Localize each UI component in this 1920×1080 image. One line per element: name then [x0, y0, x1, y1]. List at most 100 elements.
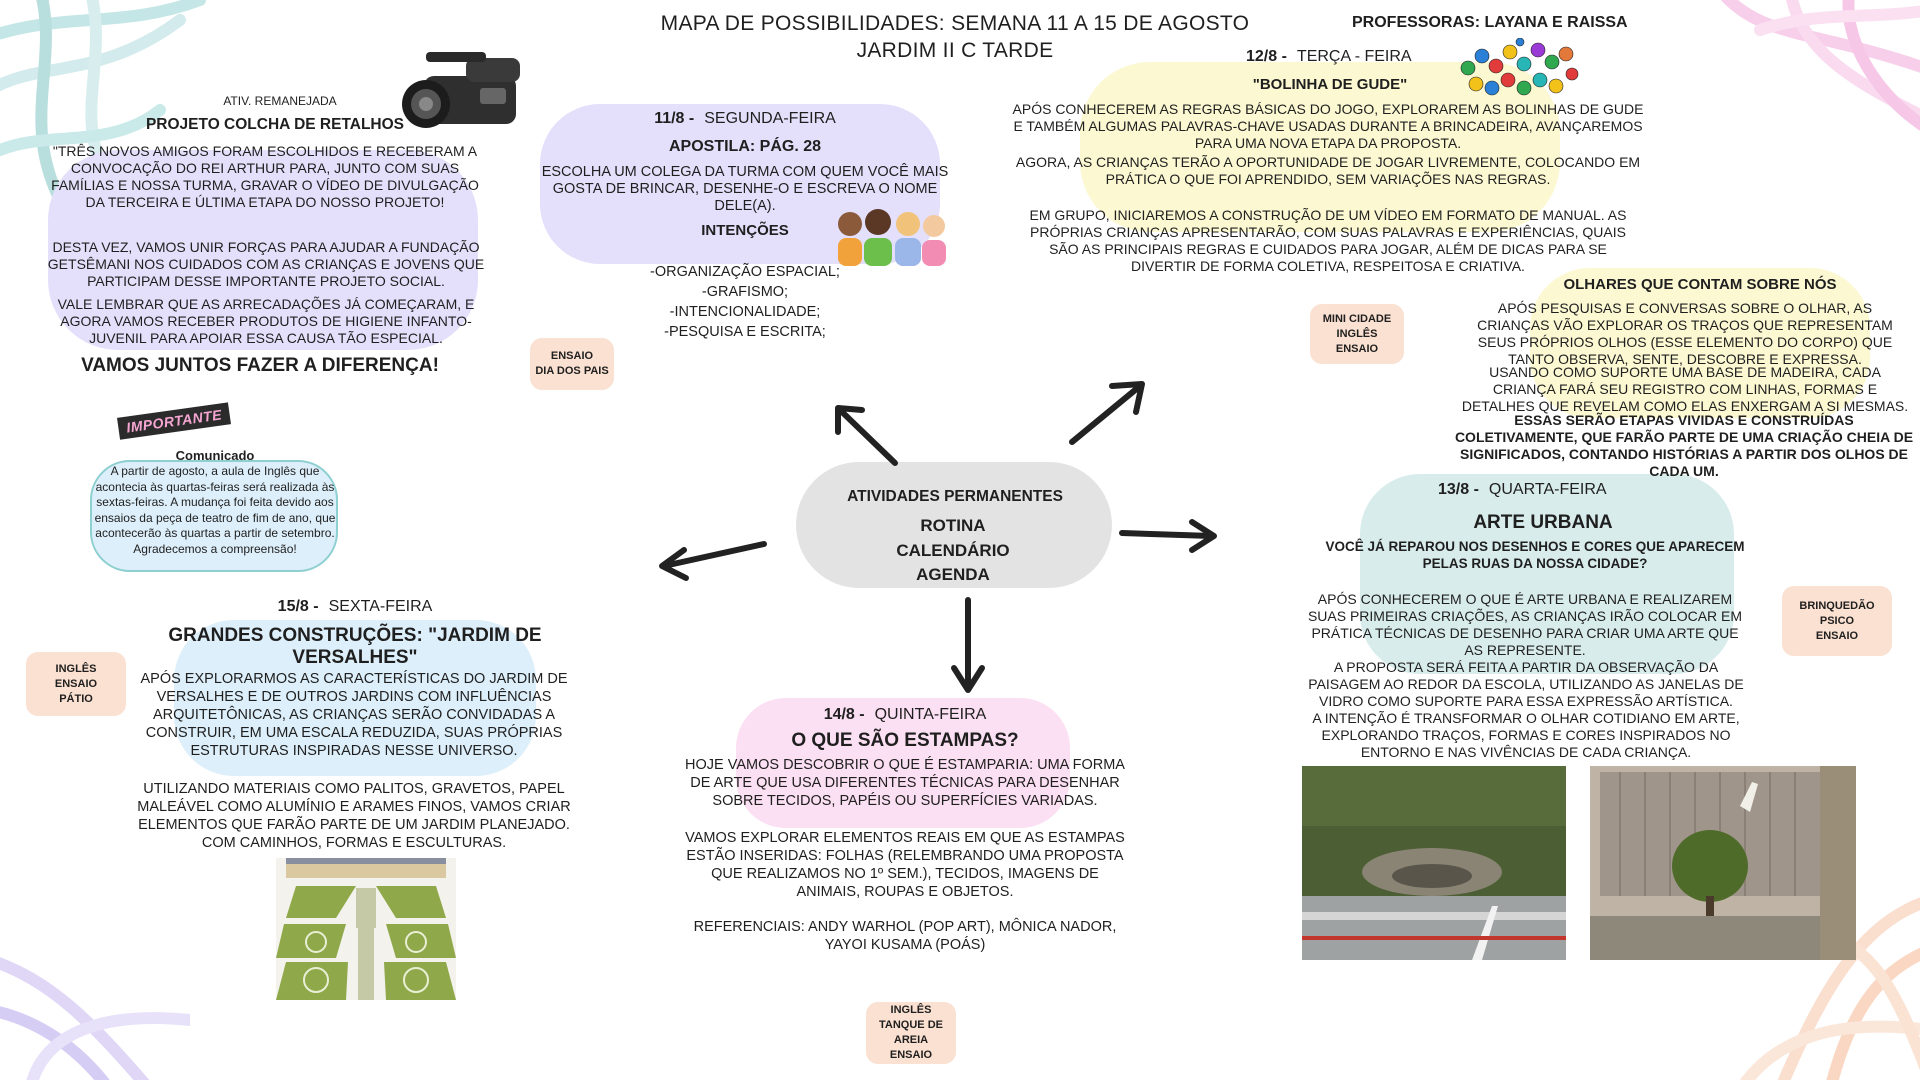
wednesday-weekday: QUARTA-FEIRA — [1488, 481, 1607, 498]
tuesday-paragraph-1: APÓS CONHECEREM AS REGRAS BÁSICAS DO JOG… — [1012, 101, 1644, 151]
monday-tag-line: ENSAIO — [550, 350, 594, 362]
wednesday-paragraph-3: A INTENÇÃO É TRANSFORMAR O OLHAR COTIDIA… — [1312, 710, 1740, 760]
thursday-tag-line: INGLÊS — [890, 1004, 932, 1016]
monday-intention-item: -INTENCIONALIDADE; — [669, 304, 821, 320]
wednesday-paragraph-2: A PROPOSTA SERÁ FEITA A PARTIR DA OBSERV… — [1308, 659, 1744, 709]
video-camera-icon — [402, 52, 520, 128]
friday-weekday: SEXTA-FEIRA — [328, 598, 433, 615]
center-title: ATIVIDADES PERMANENTES — [847, 488, 1063, 505]
tuesday-tag: MINI CIDADE INGLÊS ENSAIO — [1310, 304, 1404, 364]
corner-decoration-top-right — [1720, 0, 1920, 131]
friday-header: 15/8 - SEXTA-FEIRA — [174, 598, 536, 616]
tuesday-title: "BOLINHA DE GUDE" — [1252, 76, 1408, 93]
wednesday-tag-line: BRINQUEDÃO — [1799, 599, 1875, 612]
project-paragraph-1: "TRÊS NOVOS AMIGOS FORAM ESCOLHIDOS E RE… — [51, 143, 479, 210]
children-group-icon — [838, 209, 946, 266]
wednesday-tag-line: ENSAIO — [1815, 629, 1859, 642]
thursday-header: 14/8 - QUINTA-FEIRA — [740, 706, 1070, 724]
monday-weekday: SEGUNDA-FEIRA — [704, 110, 836, 127]
monday-intention-item: -GRAFISMO; — [701, 284, 789, 300]
arrow-to-tuesday-icon — [1069, 381, 1145, 445]
monday-header: 11/8 - SEGUNDA-FEIRA — [560, 110, 930, 128]
page-title-line1: MAPA DE POSSIBILIDADES: SEMANA 11 A 15 D… — [660, 12, 1250, 35]
monday-intentions-title: INTENÇÕES — [701, 222, 789, 239]
tuesday-weekday: TERÇA - FEIRA — [1296, 48, 1412, 65]
center-items: ROTINA CALENDÁRIO AGENDA — [860, 514, 1046, 588]
monday-intention-item: -PESQUISA E ESCRITA; — [664, 324, 826, 340]
page-title: MAPA DE POSSIBILIDADES: SEMANA 11 A 15 D… — [620, 10, 1290, 64]
thursday-paragraph-2: VAMOS EXPLORAR ELEMENTOS REAIS EM QUE AS… — [685, 830, 1125, 900]
monday-tag-line: DIA DOS PAIS — [535, 365, 609, 377]
street-art-photo-1 — [1302, 766, 1566, 960]
friday-background — [174, 620, 536, 776]
monday-subtitle: APOSTILA: PÁG. 28 — [668, 138, 822, 155]
street-art-photo-2 — [1590, 766, 1856, 960]
friday-tag: INGLÊS ENSAIO PÁTIO — [26, 652, 126, 716]
thursday-tag-line: TANQUE DE AREIA — [879, 1019, 943, 1046]
corner-decoration-bottom-left — [0, 957, 190, 1080]
tuesday-date: 12/8 - — [1246, 48, 1287, 65]
looks-paragraph-3: ESSAS SERÃO ETAPAS VIVIDAS E CONSTRUÍDAS… — [1454, 412, 1914, 479]
looks-paragraph-1: APÓS PESQUISAS E CONVERSAS SOBRE O OLHAR… — [1477, 300, 1893, 367]
project-call-to-action: VAMOS JUNTOS FAZER A DIFERENÇA! — [81, 355, 439, 376]
center-background — [796, 462, 1112, 588]
center-item: CALENDÁRIO — [896, 540, 1010, 560]
thursday-date: 14/8 - — [823, 706, 865, 723]
wednesday-paragraph-1: APÓS CONHECEREM O QUE É ARTE URBANA E RE… — [1307, 591, 1743, 658]
wednesday-title: ARTE URBANA — [1473, 512, 1613, 533]
wednesday-tag-line: PSICO — [1819, 614, 1855, 627]
arrow-to-thursday-icon — [951, 597, 985, 693]
friday-paragraph-2: UTILIZANDO MATERIAIS COMO PALITOS, GRAVE… — [137, 781, 571, 851]
friday-tag-line: PÁTIO — [59, 692, 93, 705]
friday-tag-line: INGLÊS — [55, 662, 97, 675]
friday-date: 15/8 - — [277, 598, 319, 615]
looks-title: OLHARES QUE CONTAM SOBRE NÓS — [1563, 276, 1837, 293]
friday-title: GRANDES CONSTRUÇÕES: "JARDIM DE VERSALHE… — [168, 625, 542, 668]
tuesday-background — [1080, 62, 1560, 232]
thursday-paragraph-3: REFERENCIAIS: ANDY WARHOL (POP ART), MÔN… — [693, 919, 1117, 953]
monday-intentions-list: -ORGANIZAÇÃO ESPACIAL; -GRAFISMO; -INTEN… — [600, 262, 890, 342]
monday-text: ESCOLHA UM COLEGA DA TURMA COM QUEM VOCÊ… — [541, 164, 949, 214]
tuesday-header: 12/8 - TERÇA - FEIRA — [1246, 48, 1412, 66]
monday-background — [540, 104, 940, 264]
notice-background — [90, 460, 338, 572]
project-paragraph-3: VALE LEMBRAR QUE AS ARRECADAÇÕES JÁ COME… — [57, 296, 475, 346]
monday-intention-item: -ORGANIZAÇÃO ESPACIAL; — [650, 264, 840, 280]
wednesday-header: 13/8 - QUARTA-FEIRA — [1438, 481, 1607, 499]
tuesday-tag-line: MINI CIDADE — [1322, 312, 1392, 325]
tuesday-tag-line: INGLÊS — [1336, 327, 1378, 340]
thursday-background — [736, 698, 1070, 828]
teachers-label: PROFESSORAS: LAYANA E RAISSA — [1352, 14, 1628, 31]
project-kicker: ATIV. REMANEJADA — [223, 94, 337, 108]
looks-paragraph-2: USANDO COMO SUPORTE UMA BASE DE MADEIRA,… — [1461, 364, 1909, 414]
versailles-garden-image — [276, 858, 456, 1000]
arrow-to-friday-icon — [659, 541, 767, 581]
arrow-to-wednesday-icon — [1119, 519, 1217, 553]
wednesday-tag: BRINQUEDÃO PSICO ENSAIO — [1782, 586, 1892, 656]
marbles-icon — [1460, 38, 1579, 96]
wednesday-background — [1360, 474, 1734, 674]
thursday-weekday: QUINTA-FEIRA — [874, 706, 987, 723]
wednesday-question: VOCÊ JÁ REPAROU NOS DESENHOS E CORES QUE… — [1325, 539, 1745, 571]
project-title: PROJETO COLCHA DE RETALHOS — [145, 116, 405, 133]
looks-background — [1530, 268, 1870, 418]
monday-tag: ENSAIO DIA DOS PAIS — [530, 338, 614, 390]
friday-paragraph-1: APÓS EXPLORARMOS AS CARACTERÍSTICAS DO J… — [140, 671, 568, 759]
thursday-tag-line: ENSAIO — [889, 1049, 933, 1061]
project-paragraph-2: DESTA VEZ, VAMOS UNIR FORÇAS PARA AJUDAR… — [47, 239, 485, 289]
thursday-paragraph-1: HOJE VAMOS DESCOBRIR O QUE É ESTAMPARIA:… — [685, 757, 1125, 809]
wednesday-date: 13/8 - — [1438, 481, 1479, 498]
project-background — [48, 150, 478, 350]
tuesday-paragraph-3: EM GRUPO, INICIAREMOS A CONSTRUÇÃO DE UM… — [1029, 207, 1627, 274]
notice-text: A partir de agosto, a aula de Inglês que… — [94, 464, 336, 556]
tuesday-tag-line: ENSAIO — [1335, 342, 1379, 355]
friday-tag-line: ENSAIO — [54, 677, 98, 690]
thursday-title: O QUE SÃO ESTAMPAS? — [791, 730, 1019, 751]
center-item: AGENDA — [916, 565, 990, 584]
thursday-tag: INGLÊS TANQUE DE AREIA ENSAIO — [866, 1002, 956, 1064]
monday-date: 11/8 - — [654, 110, 695, 127]
page-title-line2: JARDIM II C TARDE — [856, 39, 1054, 62]
center-item: ROTINA — [920, 516, 986, 535]
notice-title: Comunicado — [175, 448, 255, 463]
